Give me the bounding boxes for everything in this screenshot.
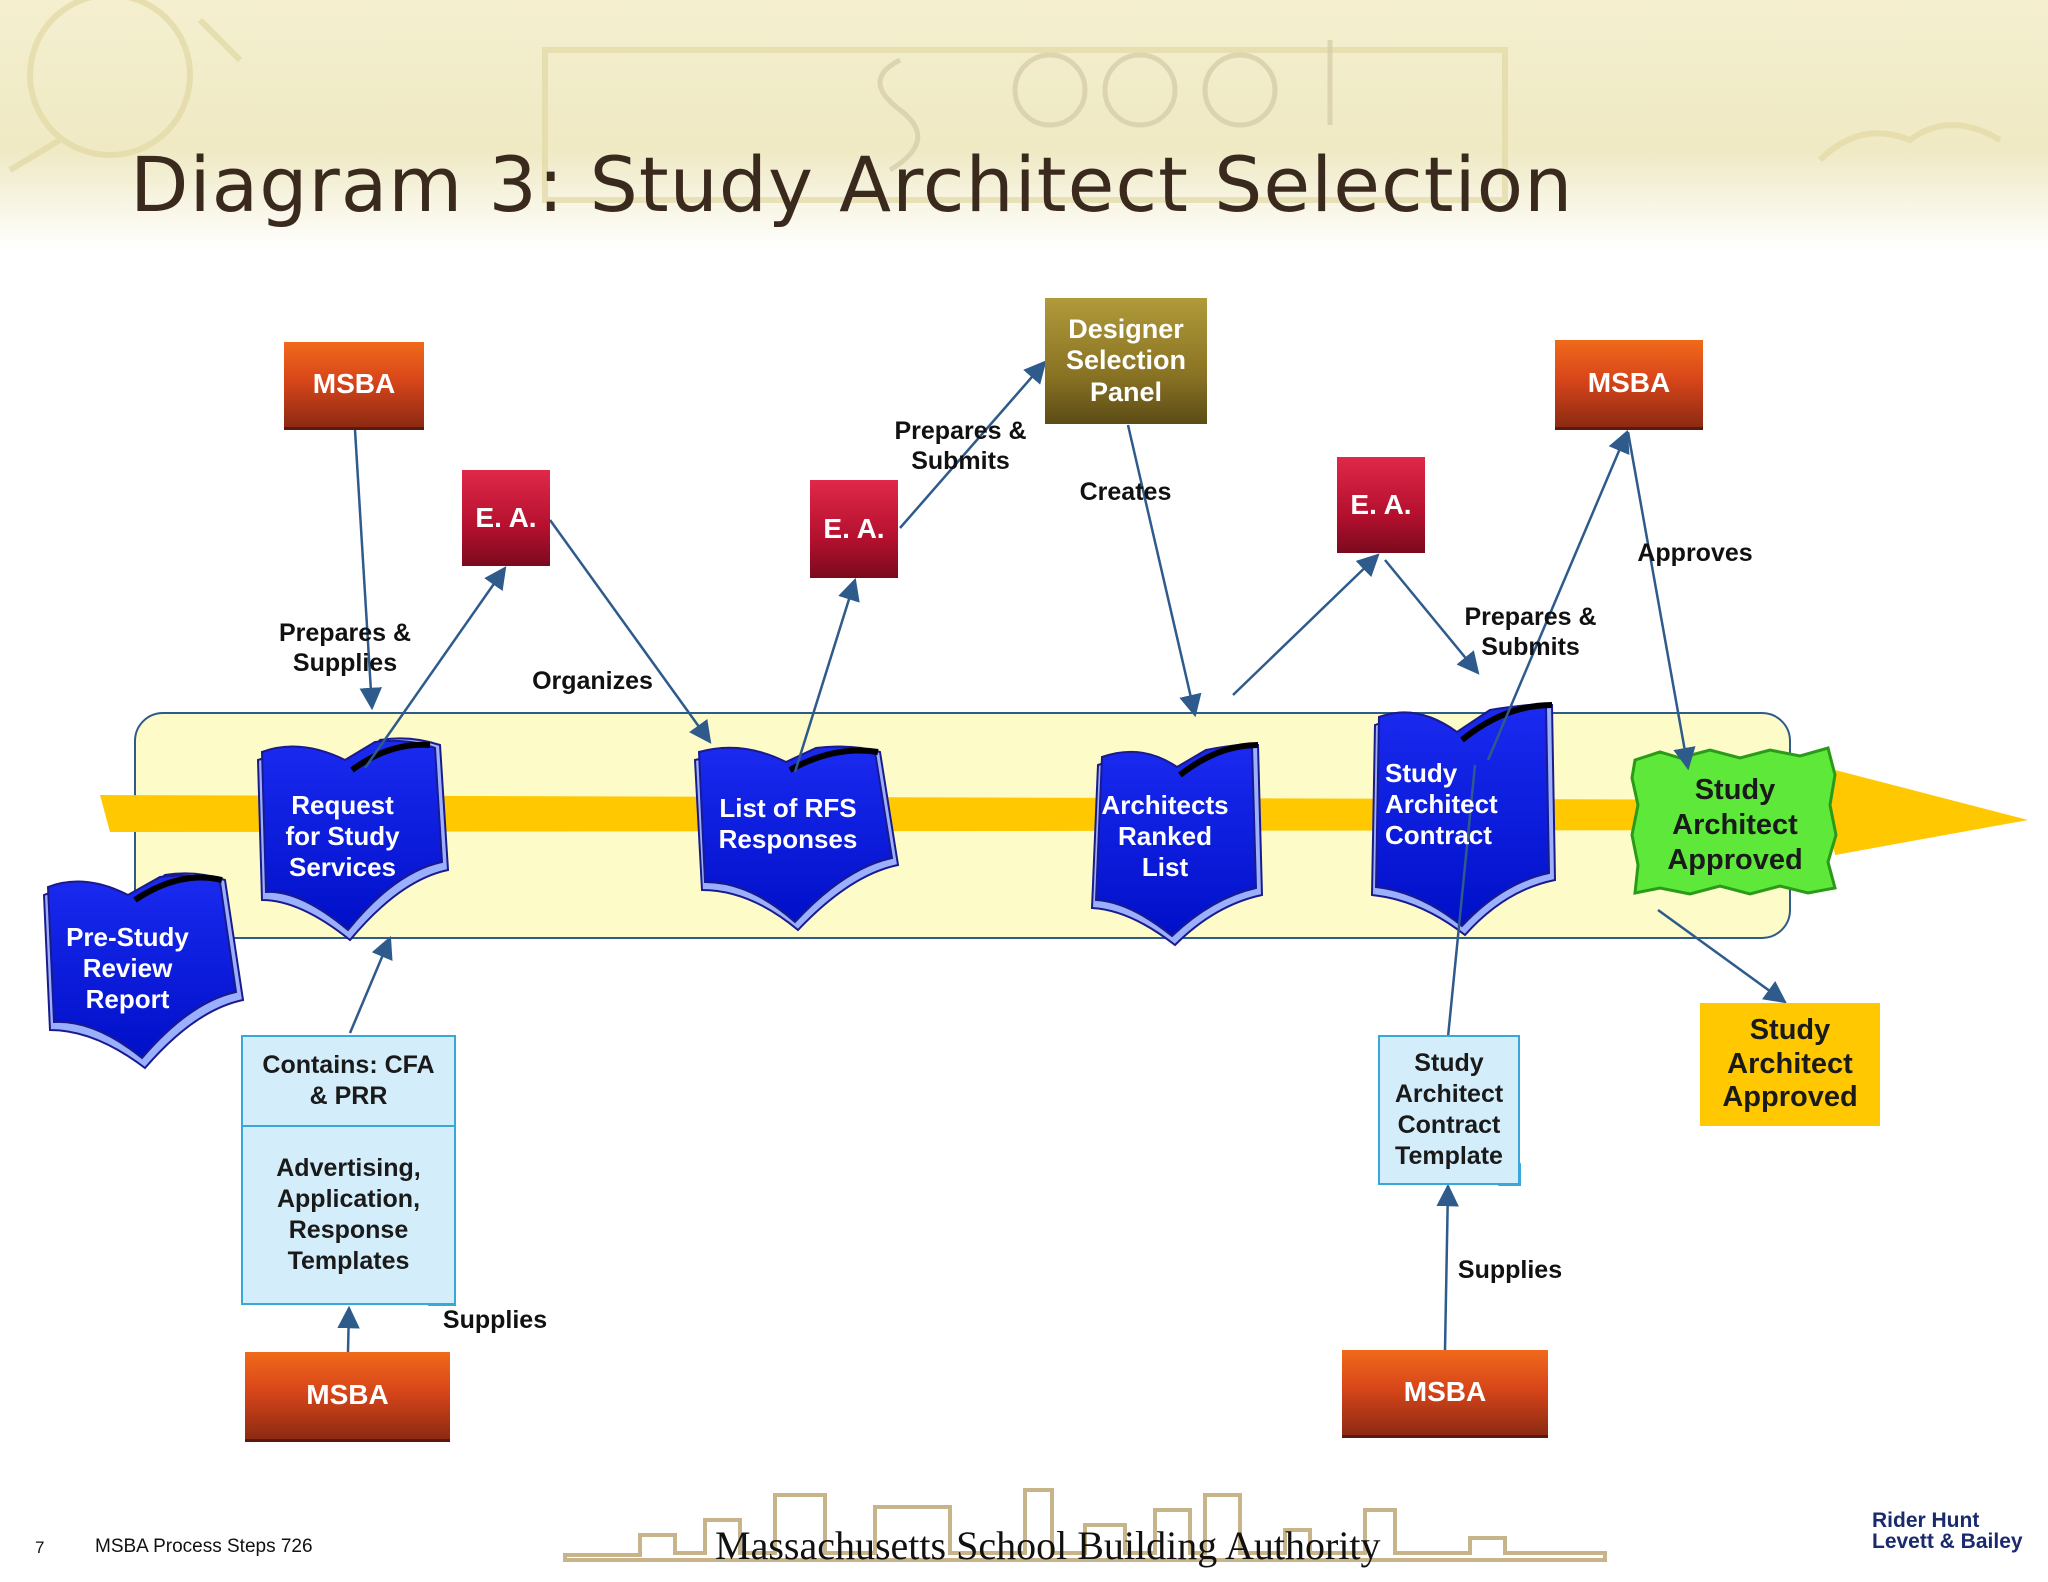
ea-box-1: E. A. [462,470,550,566]
doc-shape-rfs-responses [693,745,900,932]
msba-box-top-right: MSBA [1555,340,1703,430]
header-drawing [8,0,2002,203]
arrow-msba-to-contract-template [1436,1183,1459,1351]
footer-authority-name: Massachusetts School Building Authority [715,1523,1381,1568]
arrow-msba-to-templates [337,1305,360,1353]
arrow-msba-to-rfs [353,429,382,711]
doc-study-architect-contract: Study Architect Contract [1385,758,1498,851]
msba-box-bottom-right: MSBA [1342,1350,1548,1438]
note-contains-cfa-prr: Contains: CFA & PRR [241,1035,456,1127]
label-approves: Approves [1637,539,1753,567]
designer-selection-panel-box: Designer Selection Panel [1045,298,1207,424]
footer-process-steps: MSBA Process Steps 726 [95,1536,313,1557]
approved-green-shape [1630,746,1838,896]
arrow-ea1-to-responses [548,519,712,744]
flow-arrow [100,770,2028,855]
note-contract-template: Study Architect Contract Template [1378,1035,1520,1185]
doc-architects-ranked-list: Architects Ranked List [1101,790,1229,883]
arrow-ea3-to-contract [1384,559,1480,675]
note-templates: Advertising, Application, Response Templ… [241,1125,456,1305]
line-template-to-contract [1446,764,1477,1038]
label-supplies-right: Supplies [1457,1256,1563,1284]
skyline-logo [563,1488,1607,1562]
firm-logo-text: Rider Hunt Levett & Bailey [1872,1510,2023,1552]
arrow-rfs-to-ea1 [363,566,507,769]
arrow-ranked-to-ea3 [1232,553,1380,696]
doc-pre-study-review-report: Pre-Study Review Report [66,922,189,1015]
doc-shape-rfs [256,737,450,942]
doc-request-for-study-services: Request for Study Services [285,790,400,883]
doc-shape-contract [1370,702,1557,937]
firm-name-line2: Levett & Bailey [1872,1530,2023,1553]
label-prepares-submits-1: Prepares & Submits [894,417,1027,475]
doc-shape-pre-study [42,872,245,1070]
label-prepares-submits-2: Prepares & Submits [1464,603,1597,661]
arrow-panel-to-ranked [1126,424,1202,718]
doc-study-architect-approved: Study Architect Approved [1667,774,1803,876]
study-architect-approved-box: Study Architect Approved [1700,1003,1880,1126]
label-creates: Creates [1079,478,1172,506]
label-supplies-left: Supplies [442,1306,548,1334]
arrow-approved-out [1657,908,1787,1004]
arrow-ea2-to-panel [899,360,1047,529]
label-prepares-supplies: Prepares & Supplies [278,619,412,677]
doc-shape-ranked-list [1090,742,1264,947]
arrow-contract-to-msba [1486,429,1630,761]
msba-box-top-left: MSBA [284,342,424,430]
firm-name-line1: Rider Hunt [1872,1509,1980,1532]
ea-box-3: E. A. [1337,457,1425,553]
page-title: Diagram 3: Study Architect Selection [130,140,1574,229]
doc-list-of-rfs-responses: List of RFS Responses [718,793,858,855]
arrow-responses-to-ea2 [793,577,860,773]
arrow-note-to-rfs [348,935,393,1034]
label-organizes: Organizes [532,667,653,695]
page-number: 7 [35,1538,45,1557]
msba-box-bottom-left: MSBA [245,1352,450,1442]
header-banner [0,0,2048,250]
arrow-msba-to-approved [1626,431,1696,771]
ea-box-2: E. A. [810,480,898,578]
